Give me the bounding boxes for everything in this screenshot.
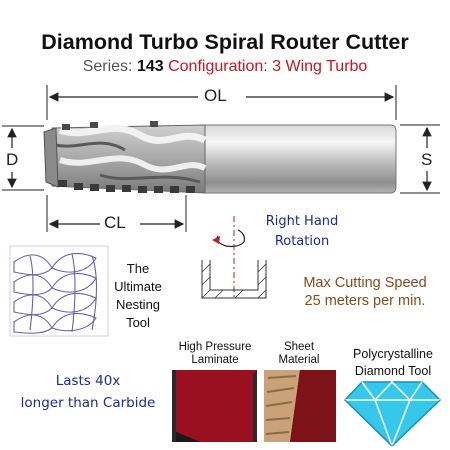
sheet-line-1: Sheet [283,341,315,353]
pocket-diagram [201,260,267,299]
nesting-line-3: Nesting [115,297,161,312]
d-dimension [2,125,44,191]
pcd-line-1: Polycrystalline [353,347,433,361]
rotation-line-2: Rotation [274,234,330,249]
sheet-line-2: Material [278,354,320,366]
page-title: Diamond Turbo Spiral Router Cutter [41,30,409,54]
rotation-line-1: Right Hand [265,214,339,229]
rotation-diagram [212,216,245,300]
s-label: S [421,150,433,169]
cutter-shank [204,124,397,194]
lasts-line-2: longer than Carbide [20,395,156,411]
ol-label: OL [204,86,227,105]
nesting-text: The Ultimate Nesting Tool [108,260,168,332]
cutting-speed-text: Max Cutting Speed 25 meters per min. [290,274,440,310]
hpl-line-1: High Pressure [178,341,252,353]
series-label: Series: [82,58,133,75]
nesting-line-2: Ultimate [114,279,162,294]
ol-dimension [46,85,397,120]
sheet-label: Sheet Material [266,341,332,367]
subtitle: Series: 143 Configuration: 3 Wing Turbo [0,58,450,76]
nesting-line-4: Tool [126,315,150,330]
sheet-material-sample [264,370,336,442]
speed-line-1: Max Cutting Speed [303,275,427,291]
s-dimension [400,124,440,194]
lasts-text: Lasts 40x longer than Carbide [8,370,168,414]
hpl-label: High Pressure Laminate [168,341,262,367]
cutter-flutes [43,121,207,194]
cl-label: CL [104,213,126,232]
nesting-parts-illustration [9,245,109,337]
pcd-text: Polycrystalline Diamond Tool [338,346,448,380]
series-number: 143 [136,58,164,75]
rotation-text: Right Hand Rotation [252,212,352,252]
cl-dimension [46,195,187,232]
high-pressure-laminate-sample [172,370,257,442]
speed-line-2: 25 meters per min. [304,293,426,309]
hpl-line-2: Laminate [191,354,239,366]
pcd-line-2: Diamond Tool [354,364,432,378]
d-label: D [6,150,19,169]
configuration-label: Configuration: 3 Wing Turbo [168,58,368,75]
diamond-icon [343,380,442,449]
lasts-line-1: Lasts 40x [55,373,121,389]
nesting-line-1: The [126,261,150,276]
